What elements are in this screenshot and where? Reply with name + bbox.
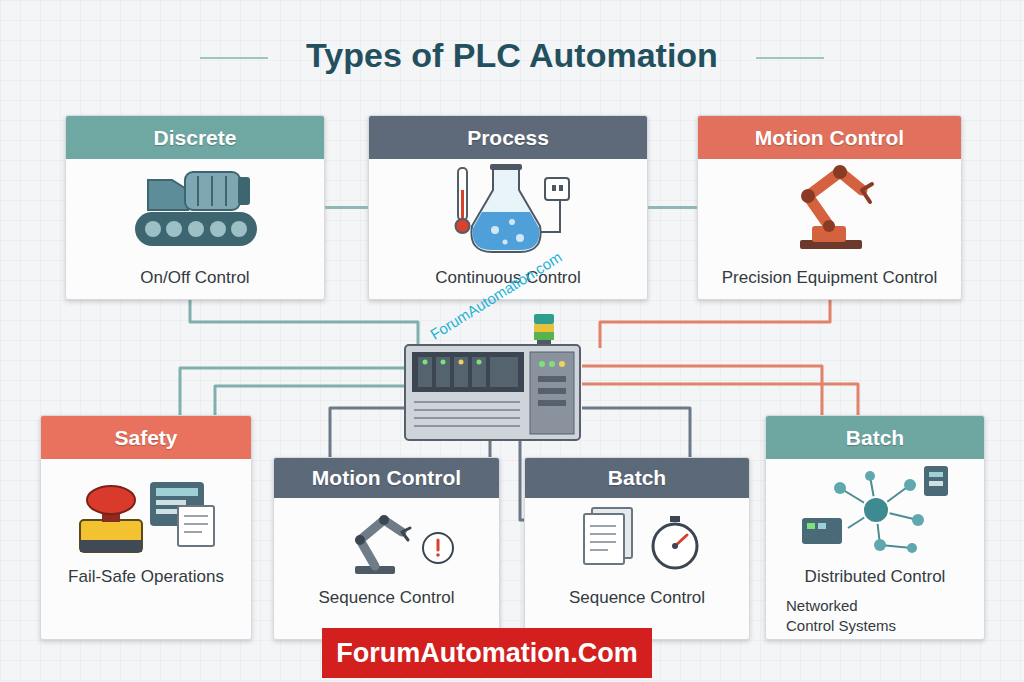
box-description: Fail-Safe Operations bbox=[41, 566, 251, 588]
category-box: BatchSequence Control bbox=[524, 457, 750, 640]
category-box: ProcessContinuous Control bbox=[368, 115, 648, 300]
box-description: Sequence Control bbox=[274, 587, 499, 609]
flask-icon bbox=[456, 164, 570, 252]
box-heading: Process bbox=[369, 126, 647, 150]
category-box: DiscreteOn/Off Control bbox=[65, 115, 325, 300]
box-heading: Motion Control bbox=[698, 126, 961, 150]
box-description: On/Off Control bbox=[66, 267, 324, 289]
emergency-stop-icon bbox=[80, 482, 214, 552]
box-heading: Discrete bbox=[66, 126, 324, 150]
category-box: Motion ControlSequence Control bbox=[273, 457, 500, 640]
plc-unit bbox=[405, 314, 580, 440]
batch-docs-icon bbox=[584, 508, 697, 568]
box-description: Distributed Control bbox=[766, 566, 984, 588]
diagram-title: Types of PLC Automation bbox=[0, 36, 1024, 75]
connector-line bbox=[648, 206, 697, 209]
network-icon bbox=[802, 466, 948, 553]
robot-arm-icon bbox=[800, 165, 872, 249]
signal-wires bbox=[180, 300, 858, 520]
box-heading: Motion Control bbox=[274, 466, 499, 490]
connector-line bbox=[325, 206, 368, 209]
category-box: BatchDistributed ControlNetworked Contro… bbox=[765, 415, 985, 640]
category-box: Motion ControlPrecision Equipment Contro… bbox=[697, 115, 962, 300]
box-description: Sequence Control bbox=[525, 587, 749, 609]
box-heading: Batch bbox=[525, 466, 749, 490]
box-description: Networked Control Systems bbox=[786, 596, 906, 636]
box-heading: Safety bbox=[41, 426, 251, 450]
box-description: Continuous Control bbox=[369, 267, 647, 289]
category-box: SafetyFail-Safe Operations bbox=[40, 415, 252, 640]
box-description: Precision Equipment Control bbox=[698, 267, 961, 289]
conveyor-icon bbox=[135, 172, 257, 246]
small-robot-icon bbox=[355, 515, 453, 574]
box-heading: Batch bbox=[766, 426, 984, 450]
